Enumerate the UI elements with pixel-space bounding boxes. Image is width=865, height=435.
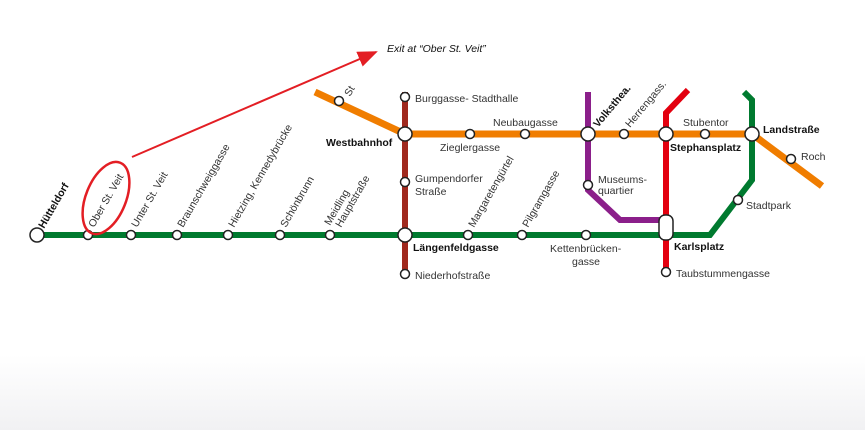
- label-stadtpark: Stadtpark: [746, 200, 792, 212]
- label-gumpendorfer-2: Straße: [415, 186, 447, 198]
- annotation-text: Exit at “Ober St. Veit”: [387, 43, 486, 55]
- label-laengenfeldgasse: Längenfeldgasse: [413, 242, 499, 254]
- label-herrengasse: Herrengass.: [623, 78, 669, 130]
- label-westbahnhof: Westbahnhof: [326, 137, 393, 149]
- label-margaretenguertel: Margaretengürtel: [466, 154, 516, 229]
- label-karlsplatz: Karlsplatz: [674, 241, 724, 253]
- label-stephansplatz: Stephansplatz: [670, 142, 741, 154]
- label-museumsquartier-2: quartier: [598, 185, 634, 197]
- label-braunschweiggasse: Braunschweiggasse: [175, 142, 232, 230]
- slide-footer: [0, 355, 865, 430]
- label-taubstummengasse: Taubstummengasse: [676, 268, 770, 280]
- label-stubentor: Stubentor: [683, 117, 729, 129]
- line-green: [37, 89, 755, 238]
- label-burggasse: Burggasse- Stadthalle: [415, 93, 518, 105]
- label-kettenbruecken-2: gasse: [572, 256, 600, 268]
- label-unter-st-veit: Unter St. Veit: [129, 170, 170, 230]
- label-zieglergasse: Zieglergasse: [440, 142, 500, 154]
- label-pilgramgasse: Pilgramgasse: [520, 168, 562, 229]
- label-kettenbruecken-1: Kettenbrücken-: [550, 243, 622, 255]
- label-landstrasse: Landstraße: [763, 124, 820, 136]
- label-st-partial: St: [342, 84, 357, 99]
- label-niederhofstrasse: Niederhofstraße: [415, 270, 490, 282]
- stations: [29, 91, 797, 280]
- annotation-arrow: [131, 51, 378, 158]
- label-schoenbrunn: Schönbrunn: [278, 174, 317, 229]
- label-neubaugasse: Neubaugasse: [493, 117, 558, 129]
- highlight-ellipse: [81, 160, 131, 236]
- label-huetteldorf: Hütteldorf: [36, 181, 72, 231]
- label-museumsquartier-1: Museums-: [598, 174, 648, 186]
- label-gumpendorfer-1: Gumpendorfer: [415, 173, 483, 185]
- label-rochus: Roch: [801, 151, 826, 163]
